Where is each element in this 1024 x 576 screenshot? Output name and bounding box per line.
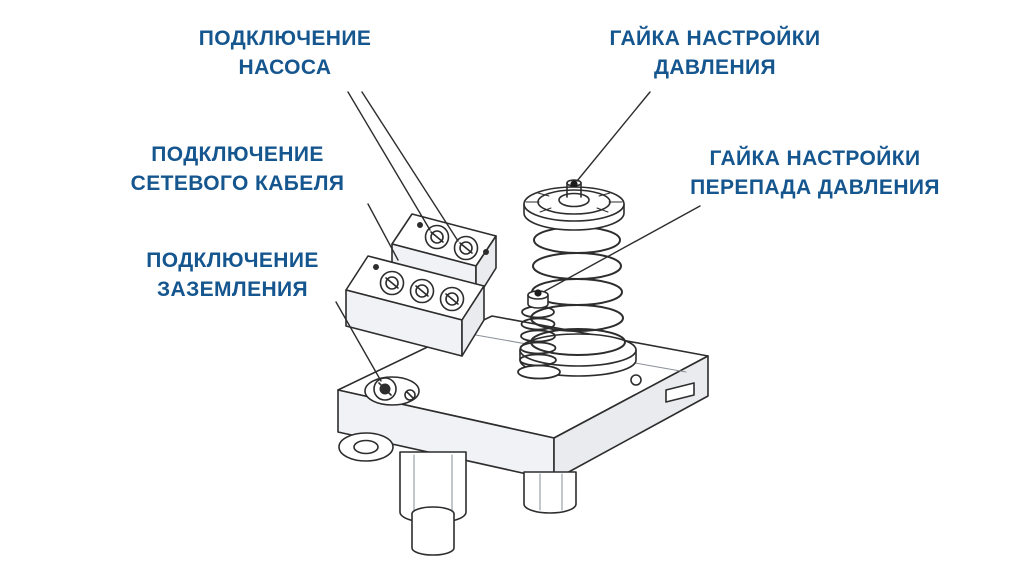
terminal-block-power bbox=[345, 255, 485, 357]
label-pump-connection: ПОДКЛЮЧЕНИЕ НАСОСА bbox=[198, 27, 372, 79]
leader-dot-differential bbox=[534, 289, 542, 297]
label-ground-connection: ПОДКЛЮЧЕНИЕ ЗАЗЕМЛЕНИЯ bbox=[146, 249, 319, 301]
label-differential-adjust-nut: ГАЙКА НАСТРОЙКИ ПЕРЕПАДА ДАВЛЕНИЯ bbox=[690, 147, 940, 199]
leader-pump-1 bbox=[347, 91, 431, 231]
bottom-fitting-right bbox=[523, 471, 577, 514]
leader-power-cable bbox=[367, 203, 399, 261]
leader-ground bbox=[335, 301, 382, 382]
pressure-nut bbox=[523, 179, 625, 231]
bottom-fitting-left bbox=[399, 451, 467, 556]
label-power-cable-connection: ПОДКЛЮЧЕНИЕ СЕТЕВОГО КАБЕЛЯ bbox=[130, 143, 345, 195]
label-pressure-adjust-nut: ГАЙКА НАСТРОЙКИ ДАВЛЕНИЯ bbox=[609, 27, 821, 79]
mounting-ear bbox=[338, 432, 394, 462]
leader-pressure-nut bbox=[576, 91, 651, 182]
leader-dot-pressure bbox=[570, 180, 578, 188]
leader-pump-2 bbox=[361, 91, 459, 242]
ground-screw bbox=[364, 376, 420, 406]
differential-spring bbox=[517, 305, 561, 380]
leader-lines bbox=[335, 91, 701, 382]
leader-differential-nut bbox=[544, 205, 701, 292]
